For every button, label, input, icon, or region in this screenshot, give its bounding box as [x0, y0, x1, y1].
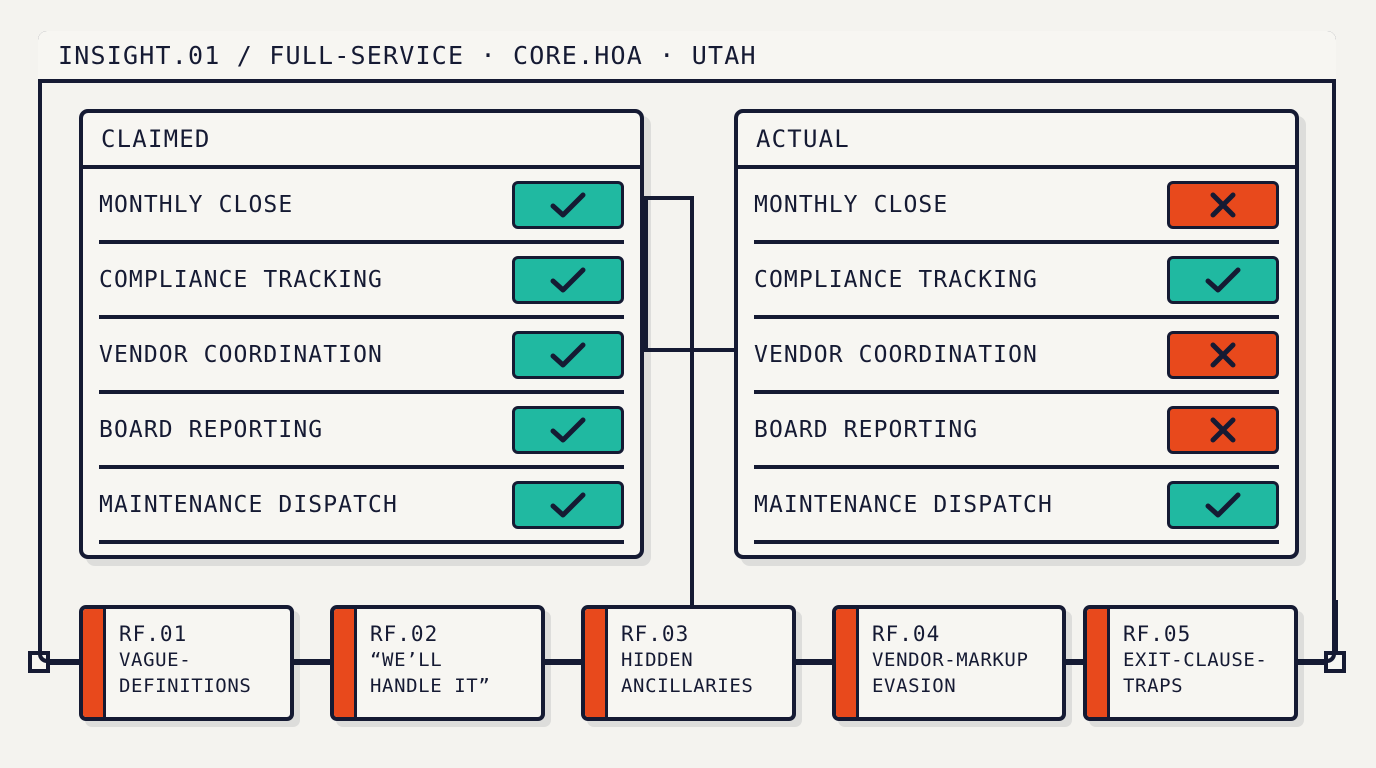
connector-rf03-rf04 — [792, 661, 836, 665]
status-badge-check[interactable] — [512, 405, 624, 454]
panel-actual-rows: MONTHLY CLOSE COMPLIANCE TRACKING VENDOR… — [738, 169, 1295, 544]
panel-claimed-heading: CLAIMED — [83, 113, 640, 169]
panel-actual: ACTUAL MONTHLY CLOSE COMPLIANCE TRACKING — [734, 109, 1299, 559]
panel-claimed-rows: MONTHLY CLOSE COMPLIANCE TRACKING VENDOR… — [83, 169, 640, 544]
check-icon — [550, 417, 586, 442]
connector-claimed-row1-horizontal — [644, 196, 694, 200]
table-row[interactable]: MONTHLY CLOSE — [754, 169, 1279, 244]
red-flag-accent-bar — [585, 609, 608, 717]
table-row[interactable]: MONTHLY CLOSE — [99, 169, 624, 244]
red-flag-card[interactable]: RF.02 “WE’LL HANDLE IT” — [330, 605, 545, 721]
status-badge-cross[interactable] — [1167, 180, 1279, 229]
status-badge-check[interactable] — [512, 330, 624, 379]
row-label: COMPLIANCE TRACKING — [754, 266, 1038, 293]
check-icon — [550, 192, 586, 217]
red-flag-label: “WE’LL HANDLE IT” — [370, 649, 491, 697]
cross-icon — [1210, 192, 1236, 217]
table-row[interactable]: COMPLIANCE TRACKING — [99, 244, 624, 319]
red-flag-label: HIDDEN ANCILLARIES — [621, 649, 754, 697]
row-label: MONTHLY CLOSE — [754, 191, 949, 218]
red-flag-card[interactable]: RF.01 VAGUE- DEFINITIONS — [79, 605, 294, 721]
connector-rf02-rf03 — [541, 661, 585, 665]
connector-rf01-rf02 — [290, 661, 334, 665]
row-label: BOARD REPORTING — [754, 416, 979, 443]
panel-claimed-heading-text: CLAIMED — [101, 125, 211, 153]
cross-icon — [1210, 417, 1236, 442]
red-flag-text: RF.02 “WE’LL HANDLE IT” — [357, 609, 490, 717]
red-flag-card[interactable]: RF.04 VENDOR-MARKUP EVASION — [832, 605, 1066, 721]
connector-rf05-to-right-terminal — [1294, 661, 1328, 665]
panel-claimed: CLAIMED MONTHLY CLOSE COMPLIANCE TRACKIN… — [79, 109, 644, 559]
page-title-text: INSIGHT.01 / FULL-SERVICE · CORE.HOA · U… — [58, 40, 757, 70]
red-flag-text: RF.05 EXIT-CLAUSE- TRAPS — [1110, 609, 1267, 717]
red-flag-card[interactable]: RF.05 EXIT-CLAUSE- TRAPS — [1083, 605, 1298, 721]
table-row[interactable]: MAINTENANCE DISPATCH — [99, 469, 624, 544]
check-icon — [550, 267, 586, 292]
red-flag-text: RF.04 VENDOR-MARKUP EVASION — [859, 609, 1029, 717]
red-flag-id: RF.02 — [370, 622, 439, 646]
status-badge-check[interactable] — [1167, 255, 1279, 304]
table-row[interactable]: MAINTENANCE DISPATCH — [754, 469, 1279, 544]
connector-left-terminal-to-rf01 — [50, 661, 84, 665]
status-badge-check[interactable] — [1167, 480, 1279, 529]
connector-trunk-vertical — [690, 196, 694, 609]
status-badge-check[interactable] — [512, 480, 624, 529]
row-label: MAINTENANCE DISPATCH — [99, 491, 398, 518]
connector-claimed-row3-stub — [644, 196, 648, 352]
table-row[interactable]: VENDOR COORDINATION — [99, 319, 624, 394]
red-flag-text: RF.01 VAGUE- DEFINITIONS — [106, 609, 251, 717]
red-flag-label: EXIT-CLAUSE- TRAPS — [1123, 649, 1268, 697]
row-label: COMPLIANCE TRACKING — [99, 266, 383, 293]
cross-icon — [1210, 342, 1236, 367]
red-flag-accent-bar — [83, 609, 106, 717]
red-flag-id: RF.03 — [621, 622, 690, 646]
table-row[interactable]: COMPLIANCE TRACKING — [754, 244, 1279, 319]
red-flag-id: RF.01 — [119, 622, 188, 646]
status-badge-check[interactable] — [512, 255, 624, 304]
status-badge-cross[interactable] — [1167, 405, 1279, 454]
row-label: BOARD REPORTING — [99, 416, 324, 443]
table-row[interactable]: BOARD REPORTING — [99, 394, 624, 469]
row-label: VENDOR COORDINATION — [754, 341, 1038, 368]
table-row[interactable]: VENDOR COORDINATION — [754, 319, 1279, 394]
connector-right-rail-vertical — [1334, 600, 1338, 663]
red-flag-id: RF.05 — [1123, 622, 1192, 646]
page-title: INSIGHT.01 / FULL-SERVICE · CORE.HOA · U… — [38, 31, 1336, 83]
red-flag-accent-bar — [1087, 609, 1110, 717]
panel-actual-heading: ACTUAL — [738, 113, 1295, 169]
check-icon — [550, 492, 586, 517]
red-flag-accent-bar — [334, 609, 357, 717]
red-flag-accent-bar — [836, 609, 859, 717]
panel-actual-heading-text: ACTUAL — [756, 125, 850, 153]
row-label: VENDOR COORDINATION — [99, 341, 383, 368]
table-row[interactable]: BOARD REPORTING — [754, 394, 1279, 469]
red-flag-text: RF.03 HIDDEN ANCILLARIES — [608, 609, 753, 717]
connector-actual-row3-horizontal — [644, 348, 738, 352]
red-flag-label: VENDOR-MARKUP EVASION — [872, 649, 1029, 697]
red-flag-id: RF.04 — [872, 622, 941, 646]
red-flag-label: VAGUE- DEFINITIONS — [119, 649, 252, 697]
check-icon — [550, 342, 586, 367]
status-badge-cross[interactable] — [1167, 330, 1279, 379]
row-label: MAINTENANCE DISPATCH — [754, 491, 1053, 518]
row-label: MONTHLY CLOSE — [99, 191, 294, 218]
status-badge-check[interactable] — [512, 180, 624, 229]
check-icon — [1205, 492, 1241, 517]
check-icon — [1205, 267, 1241, 292]
red-flag-card[interactable]: RF.03 HIDDEN ANCILLARIES — [581, 605, 796, 721]
